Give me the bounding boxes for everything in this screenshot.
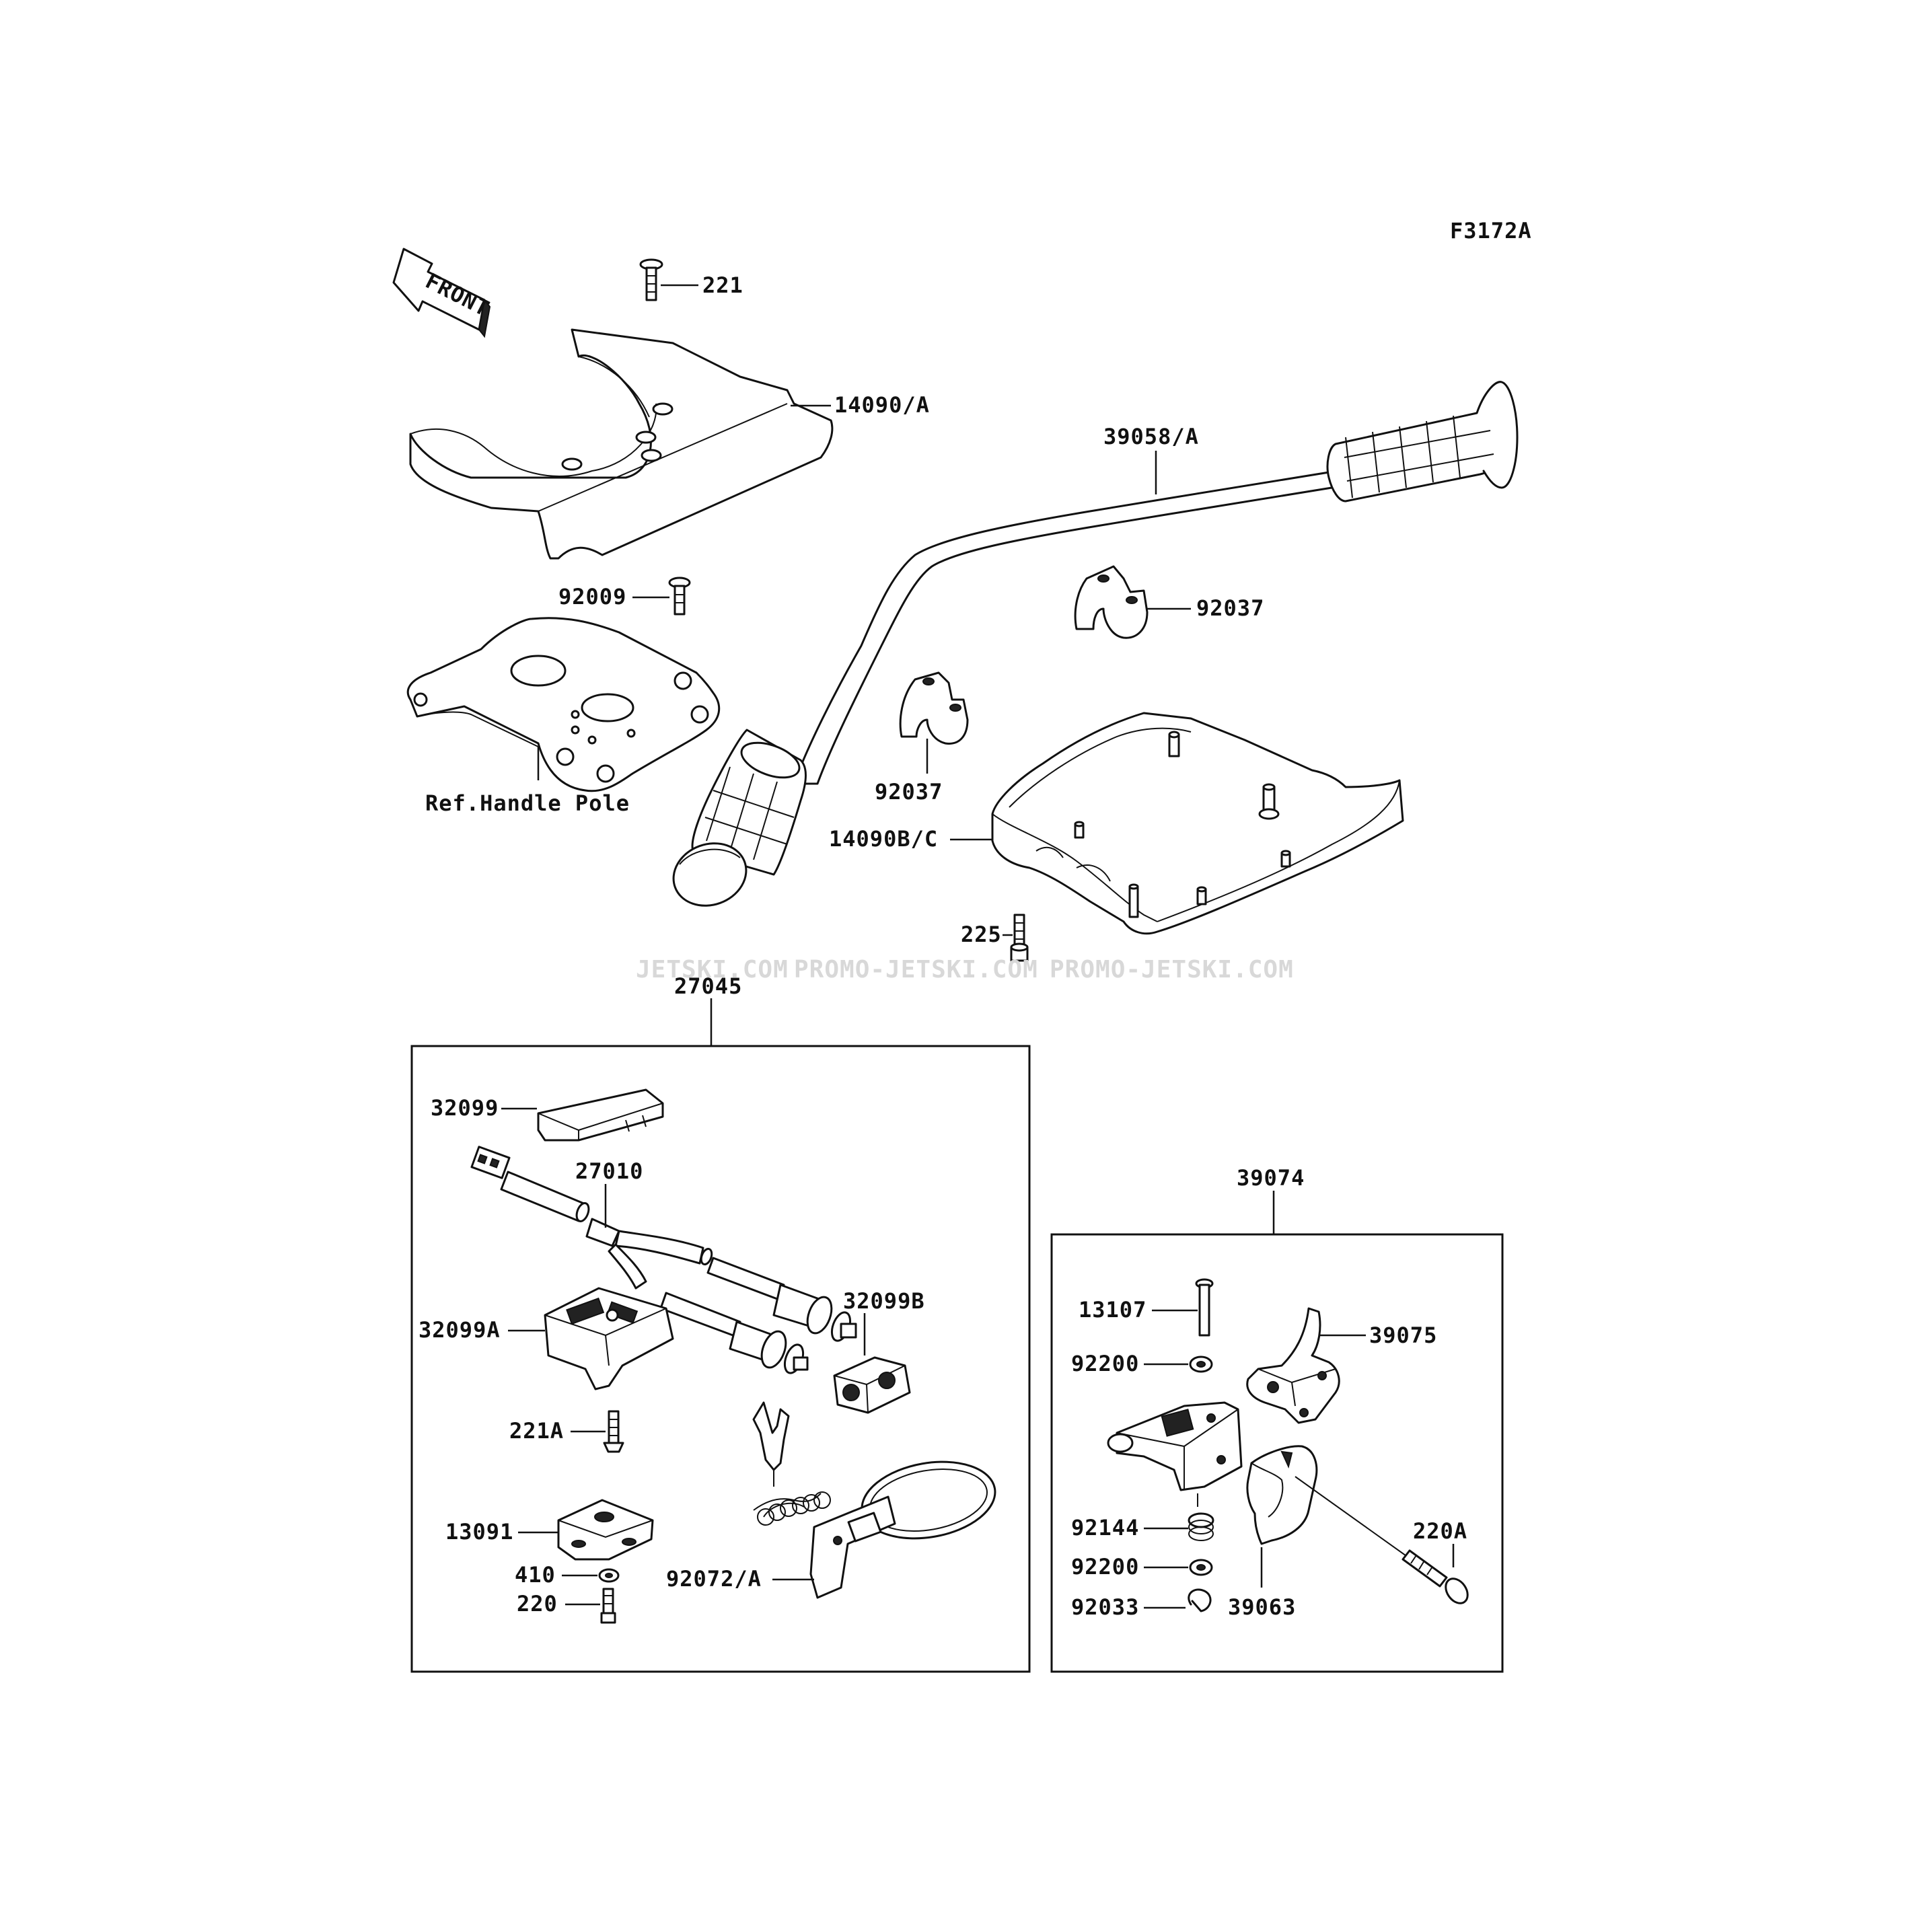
- label-32099b: 32099B: [843, 1288, 925, 1314]
- label-92037-left: 92037: [875, 779, 943, 805]
- label-32099: 32099: [431, 1095, 499, 1121]
- screw-221: [639, 258, 663, 301]
- washer-92200-bottom: [1189, 1559, 1213, 1576]
- label-92200-top: 92200: [1071, 1351, 1139, 1376]
- label-32099a: 32099A: [418, 1317, 501, 1343]
- front-arrow-icon: FRONT: [392, 248, 494, 338]
- screw-221a: [603, 1410, 624, 1453]
- bracket-13091: [557, 1499, 654, 1561]
- clamp-92037-right: [1074, 565, 1149, 639]
- label-13091: 13091: [445, 1519, 513, 1545]
- label-92033: 92033: [1071, 1594, 1139, 1620]
- label-225: 225: [961, 922, 1002, 947]
- switch-housing-32099a: [544, 1287, 674, 1390]
- label-92144: 92144: [1071, 1515, 1139, 1540]
- label-221a: 221A: [509, 1418, 564, 1444]
- figure-code: F3172A: [1450, 218, 1532, 244]
- sleeve-39063: [1246, 1445, 1318, 1545]
- screw-92009: [668, 577, 691, 616]
- cover-bosses: [1074, 731, 1291, 918]
- throttle-housing: [1107, 1401, 1243, 1491]
- handlebar-39058a: [672, 381, 1519, 907]
- ref-handle-pole-label: Ref.Handle Pole: [425, 790, 630, 816]
- pin-13107: [1195, 1278, 1214, 1337]
- switch-cover-32099: [537, 1088, 664, 1142]
- lever-39075: [1246, 1307, 1340, 1424]
- watermark-1: JETSKI.COM: [636, 956, 789, 983]
- screw-225: [1010, 914, 1029, 962]
- circlip-92033: [1188, 1588, 1212, 1612]
- label-27045: 27045: [674, 973, 742, 999]
- label-92037-right: 92037: [1196, 595, 1264, 621]
- label-92072a: 92072/A: [666, 1566, 762, 1592]
- grommet-32099b: [833, 1356, 911, 1414]
- switch-harness-27010: [470, 1146, 857, 1374]
- label-27010: 27010: [575, 1158, 643, 1184]
- handlebar-cover-upper: [409, 328, 834, 560]
- watermark-2: PROMO-JETSKI.COM: [794, 956, 1038, 983]
- label-220: 220: [517, 1591, 558, 1617]
- spring-92144: [1188, 1512, 1214, 1541]
- label-221: 221: [702, 272, 743, 298]
- kit-box-39074: [1050, 1233, 1504, 1673]
- label-410: 410: [515, 1562, 556, 1588]
- bolt-220: [600, 1588, 616, 1624]
- label-39058a: 39058/A: [1103, 424, 1199, 449]
- kit-box-27045: [410, 1045, 1031, 1673]
- watermark-3: PROMO-JETSKI.COM: [1050, 956, 1294, 983]
- lanyard-92072a: [752, 1401, 996, 1599]
- label-39063: 39063: [1228, 1594, 1296, 1620]
- label-39075: 39075: [1369, 1323, 1437, 1348]
- label-92009: 92009: [558, 584, 626, 609]
- label-14090a: 14090/A: [834, 392, 930, 418]
- nut-410: [598, 1568, 620, 1583]
- label-39074: 39074: [1237, 1165, 1305, 1191]
- label-220a: 220A: [1413, 1518, 1467, 1544]
- handle-pole-plate: [406, 617, 721, 792]
- washer-92200-top: [1189, 1355, 1213, 1373]
- clamp-92037-left: [899, 671, 969, 745]
- label-14090bc: 14090B/C: [829, 826, 938, 852]
- handlebar-cover-lower: [991, 712, 1404, 935]
- label-13107: 13107: [1079, 1297, 1147, 1323]
- label-92200-bottom: 92200: [1071, 1554, 1139, 1580]
- screw-220a: [1402, 1549, 1469, 1604]
